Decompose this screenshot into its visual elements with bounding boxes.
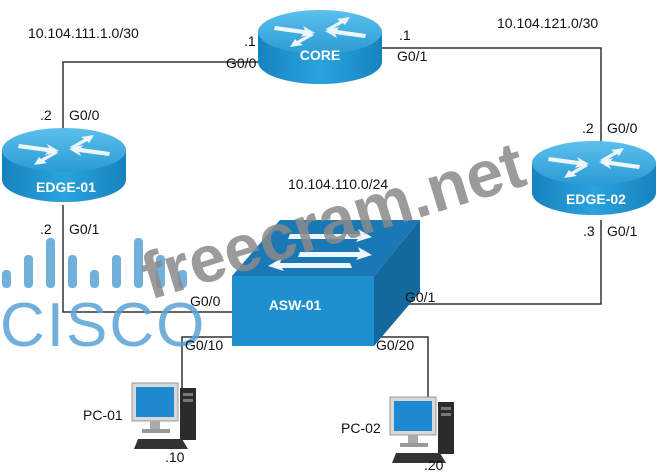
cisco-logo-watermark: CISCO (0, 238, 206, 360)
edge02-g01-label: G0/1 (607, 223, 638, 239)
core-g01-ip: .1 (399, 27, 411, 43)
link-edge01-asw (62, 205, 232, 313)
edge02-g00-label: G0/0 (607, 120, 638, 136)
router-edge02-label: EDGE-02 (566, 191, 626, 207)
core-g00-ip: .1 (244, 33, 256, 49)
edge02-g00-ip: .2 (582, 120, 594, 136)
router-core-label: CORE (300, 47, 340, 63)
pc02-label: PC-02 (341, 420, 381, 436)
pc02-ip: .20 (424, 457, 444, 472)
link-asw-pc01 (181, 336, 232, 395)
pc01-ip: .10 (165, 449, 185, 465)
switch-asw01-label: ASW-01 (269, 297, 322, 313)
subnet-core-edge01: 10.104.111.1.0/30 (28, 25, 139, 41)
edge01-g00-label: G0/0 (69, 107, 100, 123)
link-core-edge02 (380, 47, 602, 148)
edge02-g01-ip: .3 (583, 223, 595, 239)
switch-asw01[interactable] (232, 220, 420, 346)
asw-g010-label: G0/10 (185, 337, 223, 353)
edge01-g01-label: G0/1 (69, 221, 100, 237)
core-g01-label: G0/1 (397, 48, 428, 64)
router-edge01-label: EDGE-01 (36, 179, 96, 195)
subnet-lan: 10.104.110.0/24 (288, 176, 388, 192)
edge01-g01-ip: .2 (40, 221, 52, 237)
svg-text:CISCO: CISCO (0, 291, 206, 360)
pc01-label: PC-01 (83, 407, 123, 423)
link-asw-pc02 (370, 336, 429, 403)
edge01-g00-ip: .2 (40, 107, 52, 123)
asw-g00-label: G0/0 (190, 293, 221, 309)
pc-01[interactable] (131, 382, 197, 450)
asw-g020-label: G0/20 (376, 337, 414, 353)
link-core-edge01 (62, 61, 258, 132)
link-edge02-asw (400, 220, 602, 305)
core-g00-label: G0/0 (226, 55, 257, 71)
links (62, 47, 602, 403)
asw-g01-label: G0/1 (405, 289, 436, 305)
pc-02[interactable] (389, 396, 455, 464)
subnet-core-edge02: 10.104.121.0/30 (497, 15, 598, 31)
